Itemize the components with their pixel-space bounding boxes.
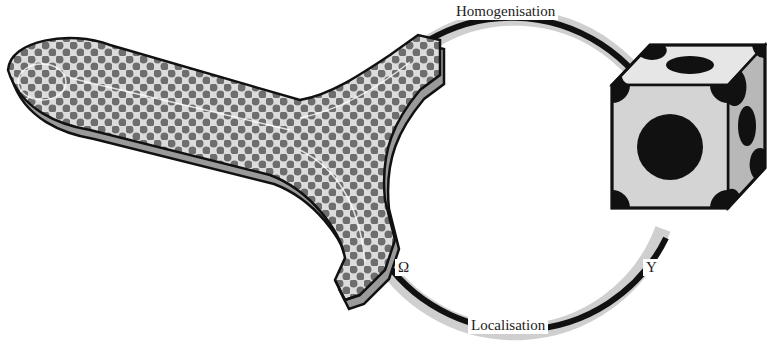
unit-cell bbox=[612, 45, 765, 208]
cell-symbol: Y bbox=[643, 259, 660, 276]
domain-symbol: Ω bbox=[395, 259, 412, 276]
process-label: Homogenisation bbox=[453, 3, 558, 20]
connecting-rod bbox=[8, 35, 444, 309]
process-label: Localisation bbox=[468, 317, 548, 334]
